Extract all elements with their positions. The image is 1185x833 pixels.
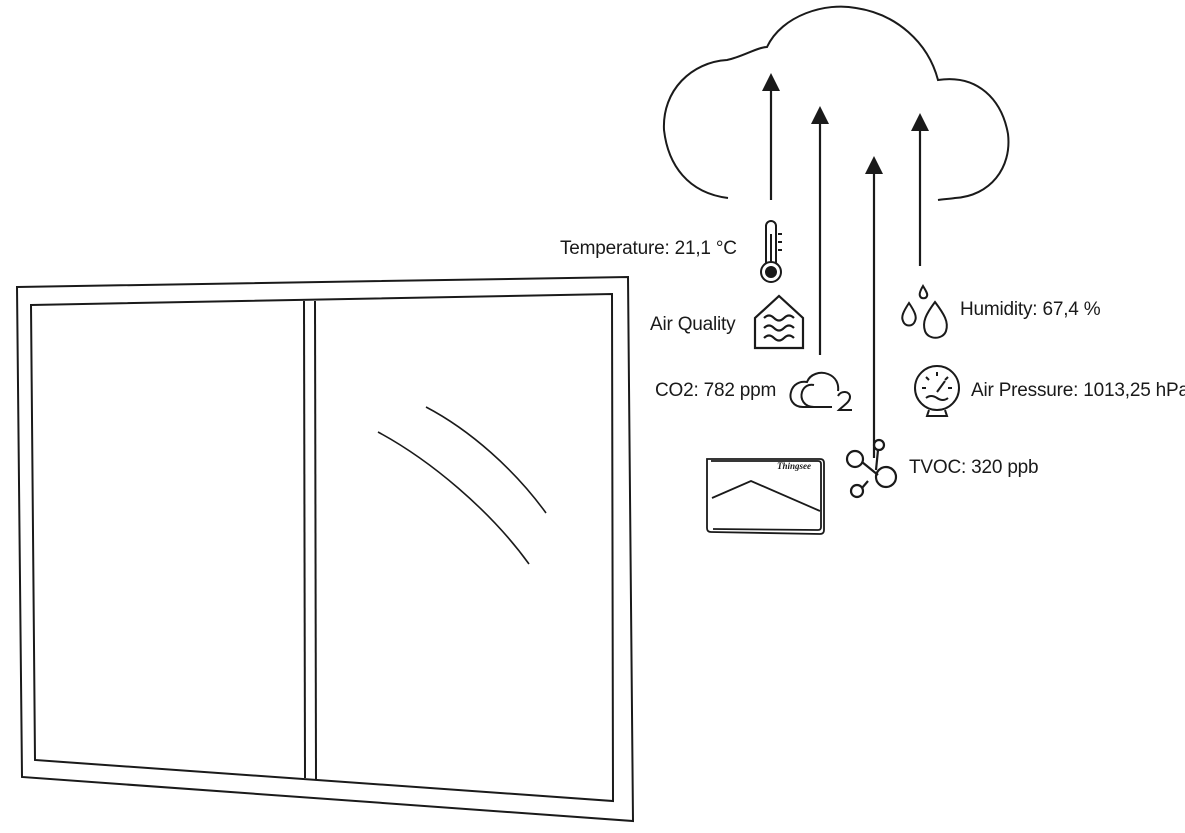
droplets-icon (901, 284, 948, 339)
thingsee-device (706, 458, 825, 535)
data-arrows (762, 73, 929, 458)
molecule-icon (845, 438, 898, 499)
window-outer-frame (15, 275, 635, 823)
co2-cloud-icon (789, 371, 852, 411)
co2-label: CO2: 782 ppm (655, 380, 777, 401)
house-waves-icon (753, 294, 805, 350)
cloud-icon (662, 5, 1010, 201)
window-mullion-right (314, 300, 317, 780)
window-inner-frame (29, 292, 615, 803)
device-brand-logo: Thingsee (777, 461, 812, 471)
air-pressure-label: Air Pressure: 1013,25 hPa (971, 380, 1185, 401)
window-illustration (15, 275, 635, 823)
thermometer-icon (760, 220, 782, 283)
window-mullion-left (303, 300, 306, 779)
window-glare-2 (377, 431, 530, 565)
window-glare-1 (425, 406, 547, 514)
tvoc-label: TVOC: 320 ppb (909, 457, 1039, 478)
temperature-label: Temperature: 21,1 °C (560, 238, 737, 259)
pressure-gauge-icon (914, 365, 960, 417)
air-quality-label: Air Quality (650, 314, 736, 335)
humidity-label: Humidity: 67,4 % (960, 299, 1101, 320)
